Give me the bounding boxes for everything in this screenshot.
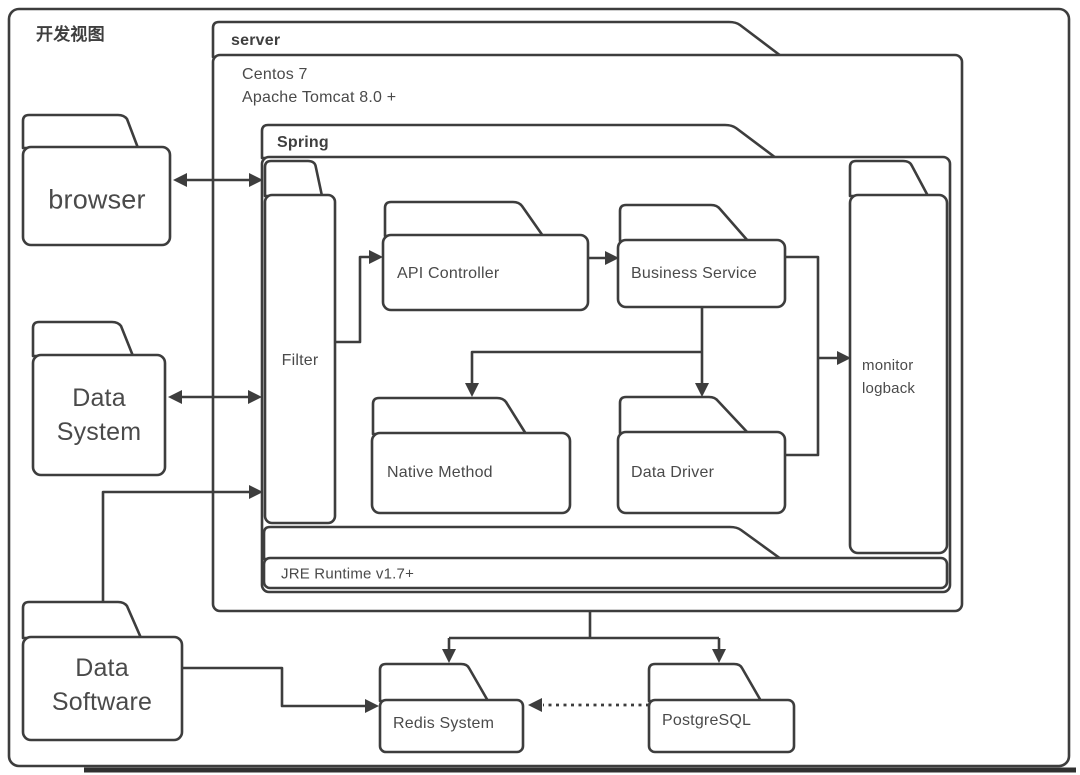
monitor-node [848,159,949,555]
redis-label: Redis System [393,714,495,732]
api-controller-tab [383,200,545,238]
data-driver-node [616,395,787,515]
data-driver-label: Data Driver [631,463,715,481]
api-controller-node [381,200,590,312]
monitor-label: monitor logback [862,354,915,400]
data-software-node [21,600,184,742]
server-title: server [231,32,281,49]
data-software-line2: Software [51,688,153,716]
data-system-line1: Data [72,384,126,412]
data-system-tab [31,320,135,358]
server-os-line: Centos 7 [242,66,308,83]
business-service-label: Business Service [631,264,757,282]
data-software-label: Data Software [52,651,152,719]
spring-tab [260,123,778,160]
server-environment: Centos 7 Apache Tomcat 8.0 + [242,63,396,109]
monitor-tab [848,159,930,198]
redis-body [378,698,525,754]
native-method-node [370,396,572,515]
postgresql-node [647,662,796,754]
postgresql-tab [647,662,763,703]
data-driver-tab [618,395,750,435]
data-system-node [31,320,167,477]
postgresql-label: PostgreSQL [662,711,752,729]
jre-body [262,556,949,590]
browser-label: browser [48,184,146,215]
edge-server-databases [442,611,726,663]
edge-browser-filter [173,173,263,187]
native-method-tab [371,396,528,436]
monitor-line1: monitor [862,357,914,374]
edge-postgresql-redis-dotted [528,698,649,712]
data-driver-body [616,430,787,515]
api-controller-body [381,233,590,312]
browser-body [21,145,172,247]
business-service-tab [618,203,750,243]
edge-businessservice-nativemethod [465,350,702,397]
diagram-title: 开发视图 [36,25,105,44]
edge-datasoftware-spring [101,485,263,602]
data-software-line1: Data [75,654,129,682]
server-tomcat-line: Apache Tomcat 8.0 + [242,89,397,106]
edge-datasystem-filter [168,390,262,404]
monitor-line2: logback [862,380,916,397]
jre-tab [262,525,783,561]
jre-node [262,525,949,590]
filter-body [263,193,337,525]
monitor-body [848,193,949,555]
filter-label: Filter [281,351,319,369]
redis-node [378,662,525,754]
postgresql-body [647,698,796,754]
edge-services-monitor [785,255,851,457]
edge-apicontroller-businessservice [588,251,619,265]
data-system-label: Data System [57,381,142,449]
native-method-body [370,431,572,515]
spring-title: Spring [277,134,329,151]
filter-node [263,159,337,525]
redis-tab [378,662,490,703]
api-controller-label: API Controller [397,264,500,282]
data-system-body [31,353,167,477]
data-software-body [21,635,184,742]
browser-tab [21,113,140,150]
filter-tab [263,159,324,198]
edge-filter-apicontroller [335,250,383,344]
server-tab [211,20,783,59]
data-software-tab [21,600,143,640]
data-system-line2: System [56,418,142,446]
jre-label: JRE Runtime v1.7+ [281,565,415,583]
edge-businessservice-datadriver [695,307,709,397]
native-method-label: Native Method [387,463,493,481]
edge-datasoftware-redis [182,666,379,713]
browser-node [21,113,172,247]
